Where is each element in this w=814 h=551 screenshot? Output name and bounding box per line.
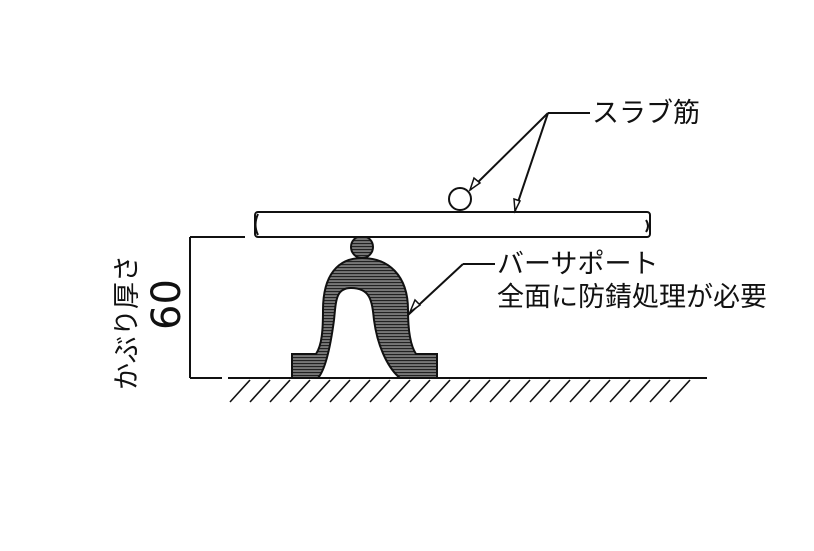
hatch-line — [249, 379, 271, 403]
hatch-line — [549, 379, 571, 403]
hatch-line — [629, 379, 651, 403]
slab-rebar-label: スラブ筋 — [592, 98, 700, 129]
rust-prevention-note: 全面に防錆処理が必要 — [497, 282, 767, 313]
hatch-line — [669, 379, 691, 403]
hatch-line — [309, 379, 331, 403]
hatch-line — [569, 379, 591, 403]
hatch-line — [289, 379, 311, 403]
hatch-line — [529, 379, 551, 403]
bar-support-label: バーサポート — [497, 249, 658, 280]
hatch-line — [369, 379, 391, 403]
hatch-line — [489, 379, 511, 403]
hatch-line — [329, 379, 351, 403]
bar-support-leader — [407, 263, 495, 316]
hatch-line — [649, 379, 671, 403]
hatch-line — [409, 379, 431, 403]
hatch-line — [429, 379, 451, 403]
bar-support — [291, 256, 438, 379]
slab-rebar-leader — [468, 112, 590, 214]
hatch-line — [469, 379, 491, 403]
cover-dimension — [189, 236, 245, 379]
hatch-line — [349, 379, 371, 403]
hatch-line — [389, 379, 411, 403]
hatch-line — [269, 379, 291, 403]
hatch-line — [449, 379, 471, 403]
hatch-line — [589, 379, 611, 403]
slab-rebar-bar — [254, 211, 651, 238]
cover-thickness-value: 60 — [144, 279, 190, 330]
hatch-line — [509, 379, 531, 403]
hatch-line — [609, 379, 631, 403]
hatch-line — [229, 379, 251, 403]
support-top-rebar — [350, 235, 374, 259]
cover-thickness-label: かぶり厚さ — [112, 255, 143, 390]
slab-rebar-cross-section — [448, 187, 472, 211]
ground — [228, 377, 707, 403]
